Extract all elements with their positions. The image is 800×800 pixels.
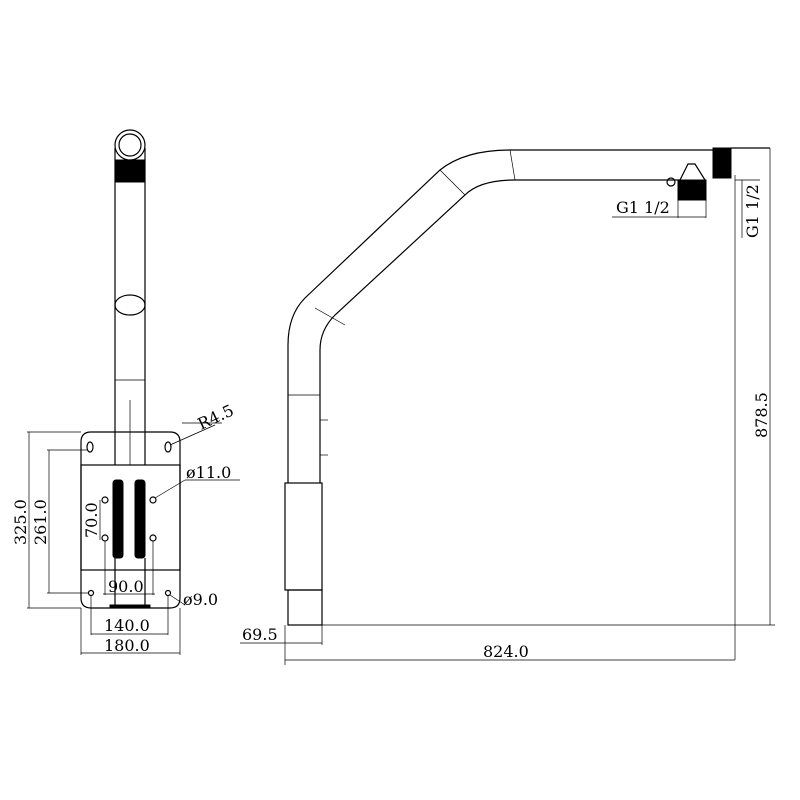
outlet-nozzle: [679, 163, 706, 181]
dim-hole-small: ø9.0: [183, 590, 218, 609]
slot-right: [134, 479, 146, 559]
dim-height-outer: 325.0: [11, 499, 30, 545]
dim-reach: 824.0: [483, 642, 529, 661]
slot-left: [112, 479, 124, 559]
side-view: G1 1/2 G1 1/2 878.5 69.5 824.0: [240, 147, 775, 665]
dim-base-depth: 69.5: [242, 625, 278, 644]
mount-plate: [80, 431, 181, 609]
arm-inner-edge: [319, 179, 680, 483]
base-block: [284, 482, 323, 591]
plate-housing: [80, 464, 181, 571]
base-foot: [287, 589, 323, 626]
keyhole-left: [86, 441, 94, 453]
outlet-thread: [677, 179, 707, 201]
dim-hole-spacing-h: 90.0: [108, 577, 144, 596]
thread-band: [114, 159, 146, 183]
dim-hole-spacing-v: 70.0: [82, 502, 101, 538]
dim-height: 878.5: [752, 392, 771, 438]
dim-thread-vertical: G1 1/2: [743, 184, 762, 238]
dim-radius: R4.5: [195, 401, 237, 434]
dim-hole-large: ø11.0: [186, 463, 231, 482]
keyhole-right: [164, 441, 172, 453]
dim-height-holes: 261.0: [31, 499, 50, 545]
dim-width-outer: 180.0: [104, 636, 150, 655]
front-view: R4.5 ø11.0 ø9.0 325.0 261.0 70.0 90.0 14…: [11, 129, 240, 655]
pipe-joint: [114, 294, 146, 316]
dim-width-holes: 140.0: [104, 616, 150, 635]
dim-thread-horizontal: G1 1/2: [616, 198, 670, 217]
thread-end: [712, 147, 732, 179]
